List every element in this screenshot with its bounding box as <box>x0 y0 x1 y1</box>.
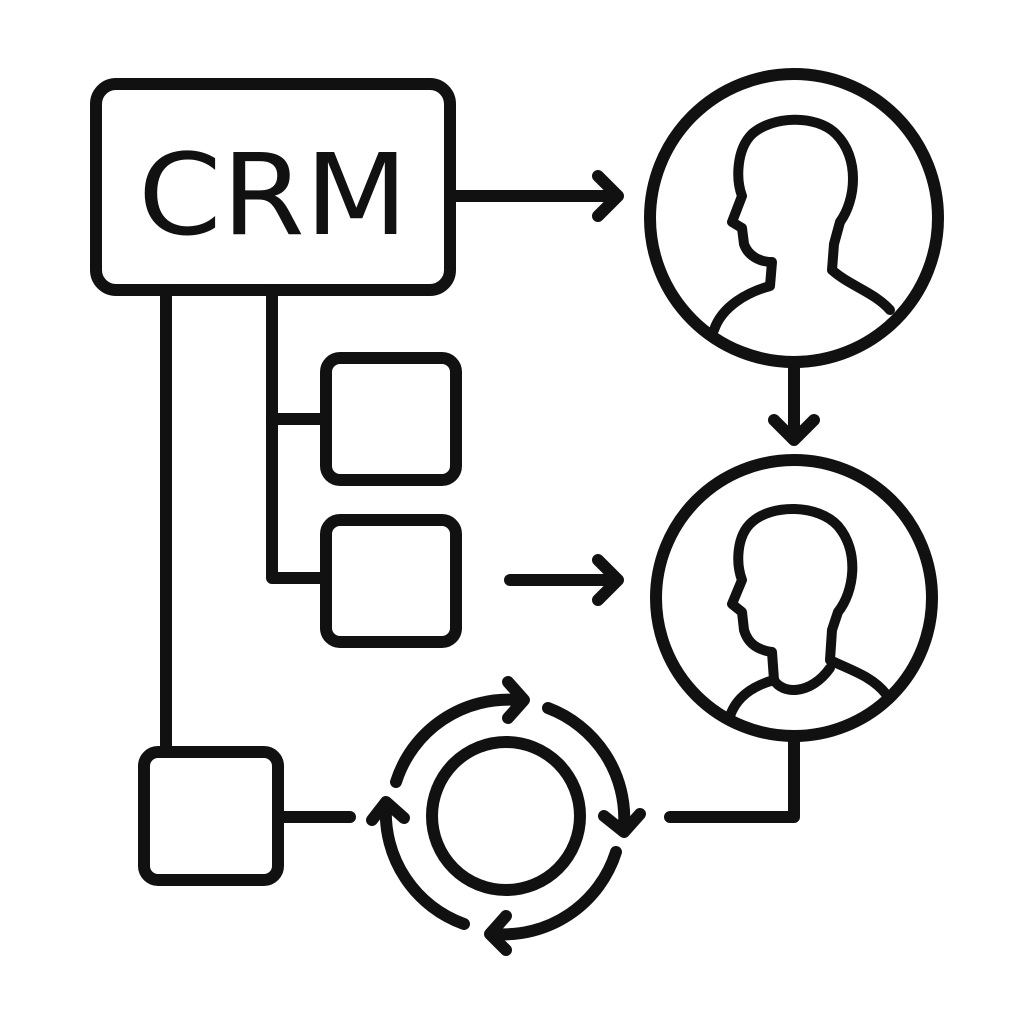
small-boxes <box>138 352 462 886</box>
arrow-crm-to-person <box>450 170 624 222</box>
arrow-person-down <box>768 362 820 446</box>
person-bottom <box>650 454 938 742</box>
item-box-second <box>320 514 462 648</box>
person-silhouette-icon <box>725 503 891 721</box>
item-box-third <box>138 746 284 886</box>
person-top <box>644 68 944 368</box>
crm-label: CRM <box>138 131 408 261</box>
crm-box: CRM <box>90 78 456 296</box>
arrow-box-to-person <box>504 554 624 606</box>
cycle-inner-circle <box>426 736 586 896</box>
person-bottom-circle <box>650 454 938 742</box>
person-silhouette-icon <box>709 114 895 335</box>
item-box-first <box>320 352 462 486</box>
arrows <box>450 170 820 606</box>
connectors <box>160 286 800 823</box>
shirt-collar-line <box>769 663 835 695</box>
refresh-cycle-icon <box>366 676 646 956</box>
person-top-circle <box>644 68 944 368</box>
person-to-cycle-line <box>664 732 800 823</box>
inner-trunk-line <box>266 286 332 584</box>
